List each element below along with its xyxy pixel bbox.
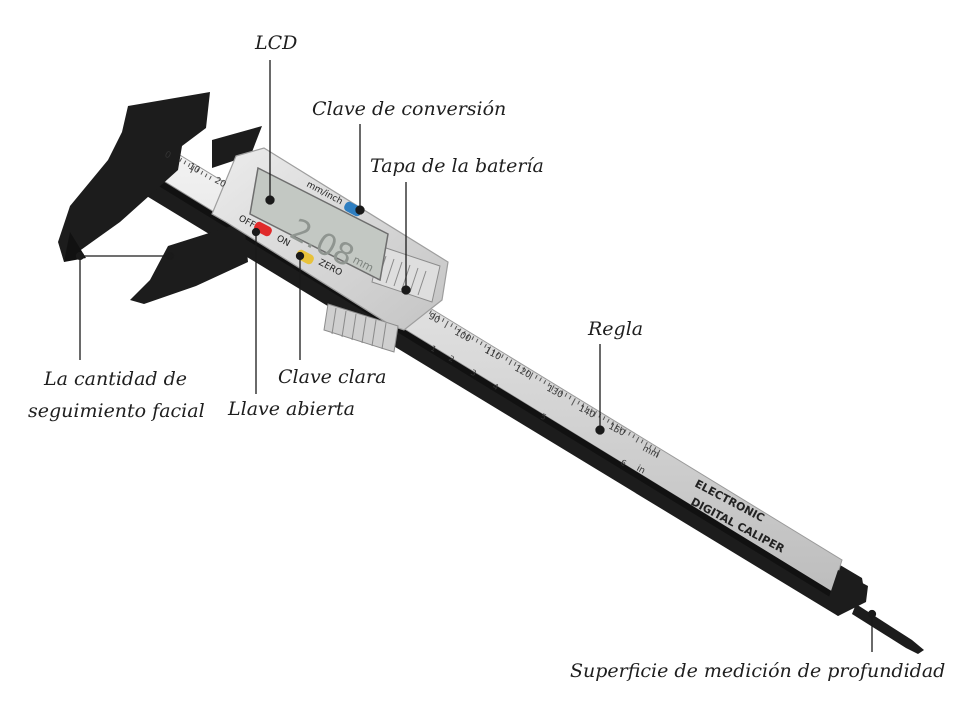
ruler-tick [571,398,576,406]
ruler-tick [183,160,187,165]
slider-housing: 2.08 mm mm/inch OFF ON ZERO [211,147,449,353]
ruler-tick [649,444,652,449]
label-open-key: Llave abierta [228,398,355,420]
ruler-tick [479,341,483,346]
ruler-tick [486,346,492,354]
ruler-tick [179,157,183,162]
label-lcd: LCD [255,32,298,54]
scale-in-1: 1 [429,344,438,354]
ruler-tick [187,163,191,168]
ruler-tick [547,382,551,387]
ruler-tick [462,330,466,335]
on-off-button[interactable] [253,220,274,237]
lcd-screen [249,166,389,282]
ruler-tick [433,312,437,317]
ruler-tick [539,377,542,382]
label-clear-key: Clave clara [278,366,387,388]
ruler-tick [556,387,559,392]
ruler-tick [444,320,449,329]
label-ruler: Regla [588,318,644,340]
ruler-tick [196,168,200,173]
scale-in-6: 6 [619,458,628,468]
scale-mm-0: 0 [163,150,173,162]
scale-mm-10: 10 [187,162,202,176]
scale-in-4: 4 [491,382,500,392]
ruler-tick [208,175,212,180]
ruler-tick [613,423,619,432]
ruler-tick [496,351,500,356]
ruler-tick [484,343,487,348]
ruler-tick [466,333,470,340]
ruler-tick [526,369,530,374]
ruler-tick [628,431,631,436]
label-battery-cover: Tapa de la batería [370,155,544,177]
ruler-tick [581,403,585,408]
label-face-tracking-2: seguimiento facial [28,400,205,422]
ruler-tick [492,349,496,354]
ruler-tick [564,392,568,397]
ruler-tick [190,165,195,174]
ruler-tick [437,315,441,320]
scale-mm-20: 20 [213,176,228,190]
ruler-tick [458,328,462,333]
ruler-tick [475,338,479,343]
ruler-tick [528,372,534,380]
sliding-jaw [130,126,262,304]
ruler-tick [585,405,589,410]
ruler-tick [204,173,208,178]
ruler-tick [534,374,538,379]
ruler-tick [454,325,458,330]
ruler-tick [577,400,581,405]
scale-mm-90: 90 [427,312,442,326]
ruler-tick [632,434,636,439]
label-face-tracking-1: La cantidad de [44,368,188,390]
label-depth-surface: Superficie de medición de profundidad [570,660,946,682]
ruler-tick [560,390,564,395]
scale-in-3: 3 [469,368,478,378]
ruler-tick [640,439,644,444]
callout-pointers [75,60,877,652]
ruler-tick [644,442,648,447]
ruler-tick [606,418,610,423]
label-conversion-key: Clave de conversión [312,98,507,120]
ruler-tick [450,323,454,328]
ruler-tick [550,385,555,391]
ruler-tick [505,356,509,361]
ruler-tick [429,310,432,315]
ruler-tick [513,361,517,366]
ruler-tick [611,421,614,426]
ruler-tick [501,354,504,359]
ruler-tick [471,336,475,341]
ruler-tick [200,170,204,175]
ruler-tick [441,318,445,323]
ruler-tick [653,447,657,452]
ruler-tick [593,411,597,417]
ruler-tick [543,380,547,385]
scale-in-2: 2 [447,354,456,364]
ruler-tick [517,364,521,369]
scale-in-5: 5 [539,412,548,422]
ruler-tick [623,429,627,434]
in-unit-label: in [635,464,647,477]
thumb-roller[interactable] [323,303,399,353]
ruler-tick [635,436,640,443]
ruler-tick [568,395,572,400]
ruler-tick [589,408,593,413]
ruler-tick [619,426,623,431]
ruler-tick [655,449,661,458]
ruler-tick [522,367,525,372]
ruler-tick [602,416,606,421]
ruler-tick [508,359,513,366]
